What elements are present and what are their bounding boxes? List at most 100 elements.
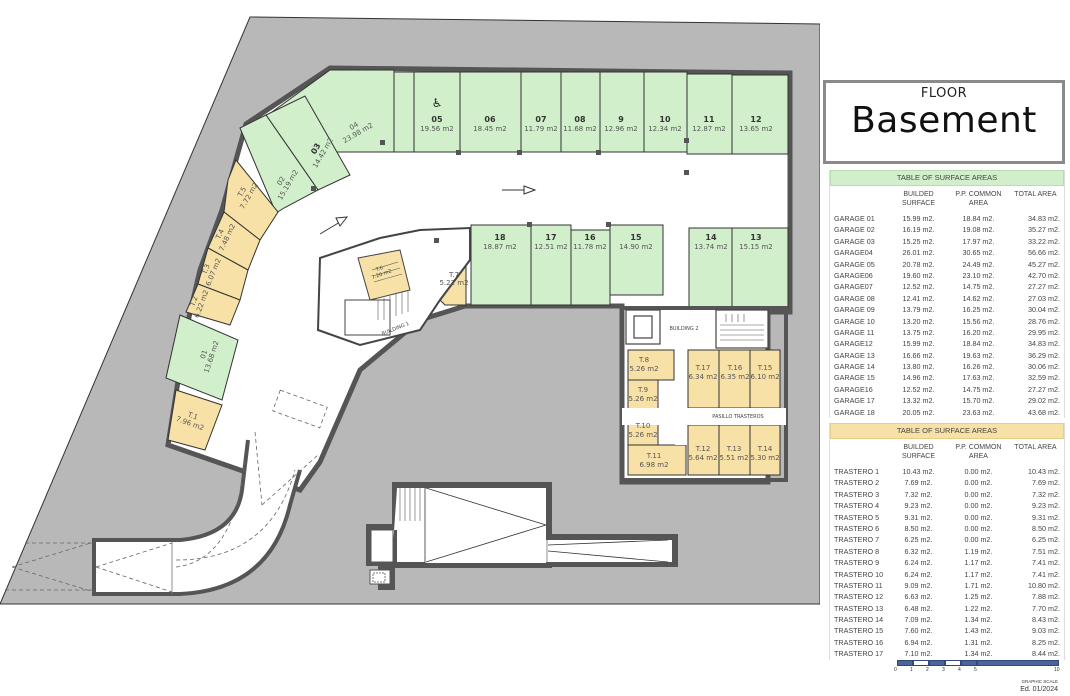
svg-text:18.45 m2: 18.45 m2: [473, 125, 507, 133]
table-cell: 0.00 m2.: [964, 489, 993, 499]
svg-text:T.6: T.6: [374, 265, 384, 273]
svg-text:02: 02: [276, 175, 287, 187]
table-cell: 30.06 m2.: [1028, 362, 1060, 372]
svg-text:5.30 m2: 5.30 m2: [750, 454, 779, 462]
table-cell: 0.00 m2.: [964, 467, 993, 476]
traffic-arrow-east: [502, 185, 537, 195]
garages-middle: [165, 224, 789, 401]
table-cell: GARAGE16: [834, 384, 873, 394]
table-cell: GARAGE12: [834, 339, 873, 349]
svg-text:11.68 m2: 11.68 m2: [563, 125, 597, 133]
table-cell: GARAGE 01: [834, 214, 875, 223]
table-cell: 18.84 m2.: [962, 214, 995, 223]
table-cell: GARAGE 13: [834, 350, 875, 360]
table-cell: 8.25 m2.: [1032, 637, 1060, 647]
table-cell: 7.60 m2.: [904, 626, 933, 636]
table-cell: 29.02 m2.: [1028, 396, 1060, 406]
storage-labels: T.5 7.72 m2 T.4 7.48 m2 T.3 6.07 m2 T.2 …: [175, 181, 780, 469]
table-cell: TRASTERO 14: [834, 615, 884, 625]
svg-text:9: 9: [618, 115, 624, 124]
table-cell: 1.31 m2.: [964, 637, 993, 647]
table-cell: 7.32 m2.: [1032, 489, 1060, 499]
table-cell: 7.41 m2.: [1032, 569, 1060, 579]
table-cell: 23.63 m2.: [962, 407, 995, 417]
svg-text:06: 06: [484, 115, 496, 124]
table-cell: 6.48 m2.: [904, 603, 933, 613]
storage-surface-table: TABLE OF SURFACE AREAS BUILDED SURFACE P…: [829, 423, 1065, 660]
table-cell: 29.95 m2.: [1028, 327, 1060, 337]
table-cell: 16.66 m2.: [902, 350, 935, 360]
table-cell: 0.00 m2.: [964, 501, 993, 511]
table-cell: 18.84 m2.: [962, 339, 995, 349]
svg-text:5.22 m2: 5.22 m2: [439, 279, 468, 287]
table-cell: 15.99 m2.: [902, 214, 935, 223]
table-cell: 1.17 m2.: [964, 569, 993, 579]
table-cell: 10.43 m2.: [1028, 467, 1060, 476]
table-cell: 14.75 m2.: [962, 282, 995, 292]
svg-text:13: 13: [750, 233, 761, 242]
table-cell: 7.88 m2.: [1032, 592, 1060, 602]
table-cell: 16.20 m2.: [962, 327, 995, 337]
table-cell: TRASTERO 17: [834, 649, 884, 659]
table-cell: 15.70 m2.: [962, 396, 995, 406]
table-cell: 7.51 m2.: [1032, 546, 1060, 556]
table-cell: 17.63 m2.: [962, 373, 995, 383]
svg-text:10: 10: [659, 115, 671, 124]
building-2-core: [625, 309, 769, 349]
table-cell: 13.32 m2.: [902, 396, 935, 406]
svg-text:12.51 m2: 12.51 m2: [534, 243, 568, 251]
edition-label: Ed. 01/2024: [1020, 686, 1058, 693]
table-cell: 20.78 m2.: [902, 259, 935, 269]
table-cell: TRASTERO 3: [834, 489, 880, 499]
table-cell: TRASTERO 15: [834, 626, 884, 636]
svg-text:T.12: T.12: [695, 445, 711, 453]
svg-text:5.64 m2: 5.64 m2: [688, 454, 717, 462]
svg-text:13.74 m2: 13.74 m2: [694, 243, 728, 251]
svg-text:14: 14: [705, 233, 717, 242]
garage-labels: 05 19.56 m2 06 18.45 m2 07 11.79 m2 08 1…: [199, 115, 773, 374]
table-cell: 1.34 m2.: [964, 615, 993, 625]
table-cell: 1.19 m2.: [964, 546, 993, 556]
svg-text:T.14: T.14: [757, 445, 773, 453]
table-cell: TRASTERO 8: [834, 546, 880, 556]
table-cell: 56.66 m2.: [1028, 248, 1060, 258]
table-cell: 6.24 m2.: [904, 558, 933, 568]
table-row: GARAGE 17 13.32 m2. 15.70 m2. 29.02 m2.: [830, 395, 1064, 406]
garage-table-columns: BUILDED SURFACE P.P. COMMON AREA TOTAL A…: [901, 191, 1057, 207]
table-cell: GARAGE 17: [834, 396, 875, 406]
floor-title-box: FLOOR Basement: [823, 80, 1065, 164]
table-cell: TRASTERO 16: [834, 637, 884, 647]
table-cell: 32.59 m2.: [1028, 373, 1060, 383]
table-cell: 15.56 m2.: [962, 316, 995, 326]
table-cell: 19.63 m2.: [962, 350, 995, 360]
table-cell: 7.69 m2.: [904, 478, 933, 488]
storage-table-columns: BUILDED SURFACE P.P. COMMON AREA TOTAL A…: [901, 444, 1057, 460]
table-cell: 15.99 m2.: [902, 339, 935, 349]
svg-text:T.10: T.10: [635, 422, 651, 430]
table-cell: 28.76 m2.: [1028, 316, 1060, 326]
svg-text:04: 04: [348, 120, 360, 132]
garage-table-title: TABLE OF SURFACE AREAS: [830, 170, 1064, 186]
svg-text:12.96 m2: 12.96 m2: [604, 125, 638, 133]
svg-text:11.79 m2: 11.79 m2: [524, 125, 558, 133]
graphic-scale: 0 1 2 3 4 5 10: [894, 660, 1060, 673]
svg-text:16: 16: [584, 233, 596, 242]
table-cell: GARAGE 15: [834, 373, 875, 383]
garages-top: [239, 69, 789, 214]
svg-text:11.78 m2: 11.78 m2: [573, 243, 607, 251]
storage-block-wall: [620, 306, 788, 482]
